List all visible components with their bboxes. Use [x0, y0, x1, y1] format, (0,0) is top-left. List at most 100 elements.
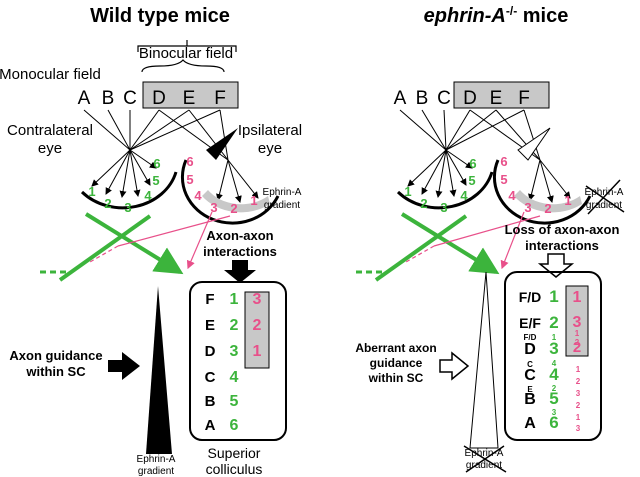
contra-number-5: 5 [152, 173, 159, 188]
sc-ko-letter: D [524, 341, 536, 358]
sc-ko-green: 1 [549, 287, 558, 306]
contra-number-2-ko: 2 [420, 196, 427, 211]
optic-chiasm-ko [356, 211, 541, 282]
contra-number-4: 4 [144, 188, 152, 203]
sc-ko-small-letter: F/D [524, 333, 537, 342]
sc-ko-letter: C [524, 367, 536, 384]
sc-row-pink: 3 [253, 291, 262, 308]
sc-ko-letter: A [524, 415, 536, 432]
panel-title-wild-type: Wild type mice [90, 5, 230, 27]
sc-ko-letter: F/D [519, 289, 542, 305]
sc-row-pink: 2 [253, 317, 262, 334]
sc-ko-small-green: 1 [552, 333, 557, 342]
field-letter-f-ko: F [518, 88, 530, 109]
guidance-arrow [108, 352, 140, 380]
loss-interactions-arrow [537, 253, 575, 278]
loss-interactions-label-1: Loss of axon-axon [505, 222, 620, 237]
wild-type-panel: Wild type mice Binocular field Monocular… [0, 5, 302, 477]
binocular-field-box-ko [453, 81, 550, 109]
superior-colliculus-label-2: colliculus [206, 461, 263, 477]
sc-ephrin-gradient [146, 286, 172, 454]
contra-number-6-ko: 6 [469, 156, 476, 171]
ipsi-number-2-ko: 2 [544, 201, 551, 216]
light-rays-contralateral-ko [399, 109, 525, 198]
ipsi-number-5-ko: 5 [500, 172, 507, 187]
sc-row-letter: F [205, 291, 214, 308]
contra-number-6: 6 [153, 156, 160, 171]
sc-ipsi-box-ko [565, 285, 589, 357]
sc-ko-letter: B [524, 391, 536, 408]
ipsilateral-retina-gradient-ko [514, 190, 582, 213]
sc-ephrin-label-2-ko: gradient [466, 460, 502, 471]
interactions-arrow [224, 260, 256, 283]
sc-row-green: 4 [230, 369, 239, 386]
axon-guidance-label-2: within SC [25, 364, 86, 379]
field-letter-c-ko: C [437, 88, 451, 109]
contra-number-2: 2 [104, 196, 111, 211]
aberrant-guidance-label-2: guidance [370, 356, 423, 370]
ipsi-number-4: 4 [194, 188, 202, 203]
ephrin-retina-wedge-empty [517, 127, 551, 161]
sc-ko-box-pink: 2 [573, 339, 581, 356]
sc-row-letter: D [205, 343, 216, 360]
ipsi-number-5: 5 [186, 172, 193, 187]
field-letter-a: A [78, 88, 91, 109]
ipsilateral-eye-label-1: Ipsilateral [238, 122, 302, 139]
sc-ko-small-green: 2 [552, 384, 557, 393]
sc-ephrin-cross [463, 445, 507, 473]
sc-row-green: 2 [230, 317, 239, 334]
sc-row-green: 6 [230, 417, 239, 434]
light-rays-contralateral [83, 109, 221, 198]
retina-ephrin-label-1: Ephrin-A [263, 187, 302, 198]
contralateral-eye-label-2: eye [38, 140, 62, 157]
axon-guidance-label-1: Axon guidance [9, 348, 102, 363]
sc-ko-pink-column: 3 [576, 424, 581, 433]
ipsilateral-retina-gradient [202, 190, 270, 213]
optic-chiasm [40, 211, 231, 282]
contra-number-4-ko: 4 [460, 188, 468, 203]
aberrant-guidance-arrow [439, 351, 470, 381]
field-letter-b: B [102, 88, 115, 109]
panel-title-knockout: ephrin-A-/- mice [424, 4, 569, 27]
field-letter-e-ko: E [490, 88, 503, 109]
sc-ko-box-pink-small: 1 [575, 329, 580, 338]
sc-row-green: 1 [230, 291, 239, 308]
ipsilateral-eye-label-2: eye [258, 140, 282, 157]
sc-ko-green: 5 [549, 389, 558, 408]
superior-colliculus-label-1: Superior [208, 445, 261, 461]
sc-ko-pink-column: 1 [576, 365, 581, 374]
binocular-brace [137, 40, 237, 52]
aberrant-guidance-label-3: within SC [368, 371, 424, 385]
field-letter-d: D [152, 88, 166, 109]
aberrant-guidance-label-1: Aberrant axon [355, 341, 436, 355]
sc-row-letter: B [205, 393, 216, 410]
field-letter-a-ko: A [394, 88, 407, 109]
sc-ipsi-box [244, 291, 270, 369]
ipsi-number-2: 2 [230, 201, 237, 216]
sc-ko-green: 2 [549, 313, 558, 332]
ipsilateral-retina-ko [492, 159, 592, 225]
sc-ephrin-label-1: Ephrin-A [137, 454, 176, 465]
binocular-curly-brace [141, 59, 225, 73]
contralateral-retina [80, 171, 178, 210]
ipsilateral-retina [180, 159, 280, 225]
ipsi-number-4-ko: 4 [508, 188, 516, 203]
sc-ko-pink-column: 3 [576, 389, 581, 398]
axon-interactions-label-2: interactions [203, 244, 277, 259]
monocular-field-label: Monocular field [0, 66, 101, 83]
contra-number-3: 3 [124, 200, 131, 215]
ipsi-number-3-ko: 3 [524, 200, 531, 215]
field-letter-c: C [123, 88, 137, 109]
field-letter-e: E [183, 88, 196, 109]
contra-number-5-ko: 5 [468, 173, 475, 188]
sc-ko-pink-column: 2 [576, 401, 581, 410]
field-letter-f: F [214, 88, 226, 109]
superior-colliculus-box [189, 281, 287, 441]
sc-ko-box-pink-small: 2 [575, 338, 580, 347]
sc-row-green: 5 [230, 393, 239, 410]
sc-ko-box-pink: 1 [573, 289, 582, 306]
sc-ko-green: 6 [549, 413, 558, 432]
sc-row-letter: C [205, 369, 216, 386]
contra-number-1-ko: 1 [404, 184, 411, 199]
